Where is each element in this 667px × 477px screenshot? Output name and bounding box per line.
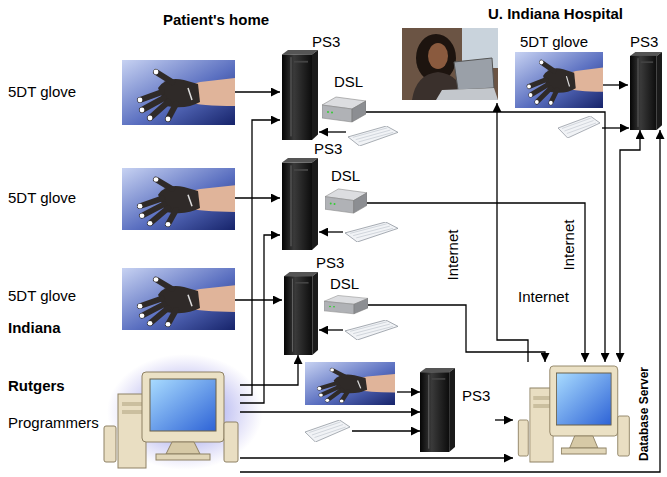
label-anchor: Internet	[453, 255, 504, 271]
keyboard-link	[352, 430, 420, 431]
glove-node: 5DT glove	[515, 34, 603, 108]
node-label: DSL	[330, 276, 359, 292]
modem-node: DSL	[322, 74, 366, 126]
node-label: 5DT glove	[8, 190, 76, 206]
console-node: PS3	[628, 34, 664, 130]
glove-node: 5DT glove	[5, 60, 235, 125]
glove-photo	[122, 268, 235, 330]
network-connector	[366, 112, 605, 362]
network-connector	[235, 197, 280, 198]
network-connector	[367, 203, 585, 362]
node-label: PS3	[314, 141, 342, 157]
network-connector	[603, 84, 628, 85]
console-node: PS3	[282, 255, 347, 355]
server-node: Database Server	[513, 362, 655, 466]
keyboard	[345, 222, 398, 242]
network-connector	[368, 305, 545, 362]
keyboard	[348, 126, 398, 146]
keyboard-link	[602, 127, 629, 128]
ps3-tower	[284, 272, 318, 355]
ps3-tower	[282, 50, 318, 140]
network-connector	[240, 120, 280, 395]
network-connector	[240, 235, 280, 403]
label-anchor: Patient's home	[163, 12, 269, 28]
network-connector	[240, 411, 420, 412]
glove-photo	[122, 60, 235, 125]
clinician-photo	[402, 28, 498, 100]
keyboard-link	[319, 131, 346, 132]
ps3-tower	[282, 158, 318, 250]
node-label: PS3	[312, 34, 340, 50]
keyboard-link	[319, 329, 343, 330]
label-anchor: U. Indiana Hospital	[488, 6, 623, 22]
modem-node: DSL	[325, 168, 367, 216]
keyboard-link	[319, 231, 343, 232]
network-connector	[235, 91, 280, 92]
dsl-modem	[324, 295, 368, 313]
network-connector	[235, 299, 282, 300]
node-label: PS3	[316, 255, 344, 271]
label-anchor: Indiana	[8, 320, 61, 336]
console-node: PS3	[420, 368, 495, 452]
site-heading: Indiana	[8, 320, 61, 336]
site-heading: Rutgers	[8, 378, 65, 394]
dsl-modem	[322, 97, 366, 122]
node-label: PS3	[630, 34, 658, 50]
glove-photo	[305, 362, 395, 405]
node-label: PS3	[462, 388, 490, 404]
keyboard	[558, 116, 600, 138]
node-label: 5DT glove	[8, 84, 76, 100]
label-anchor: Internet	[569, 245, 620, 261]
node-label: DSL	[334, 74, 363, 90]
node-label: Programmers	[8, 415, 99, 431]
console-node: PS3	[280, 141, 346, 250]
network-label: Internet	[445, 230, 461, 281]
label-anchor: Rutgers	[8, 378, 65, 394]
server-computer	[518, 366, 629, 462]
network-connector	[620, 130, 640, 362]
site-heading: Patient's home	[163, 12, 269, 28]
dsl-modem	[325, 189, 367, 213]
ps3-tower	[630, 52, 662, 130]
node-label: 5DT glove	[520, 34, 588, 50]
device-links	[319, 103, 629, 431]
network-connector	[240, 355, 298, 385]
modem-node: DSL	[324, 276, 368, 316]
node-label: Database Server	[636, 367, 652, 461]
network-connector	[495, 419, 513, 420]
site-heading: U. Indiana Hospital	[488, 6, 623, 22]
keyboard	[305, 420, 350, 442]
glove-photo	[515, 52, 603, 108]
programmer-computer	[104, 372, 238, 468]
ps3-tower	[420, 368, 455, 452]
network-label: Internet	[561, 220, 577, 271]
network-connector	[240, 130, 660, 472]
node-label: DSL	[331, 168, 360, 184]
network-label: Internet	[518, 289, 569, 305]
laptop-link	[497, 103, 528, 362]
glove-node: 5DT glove	[5, 168, 235, 230]
network-connector	[240, 457, 513, 458]
glove-link	[397, 391, 420, 392]
glove-photo	[122, 168, 235, 230]
keyboard	[345, 320, 398, 340]
node-label: 5DT glove	[8, 288, 76, 304]
label-anchor: Internet	[518, 289, 569, 305]
